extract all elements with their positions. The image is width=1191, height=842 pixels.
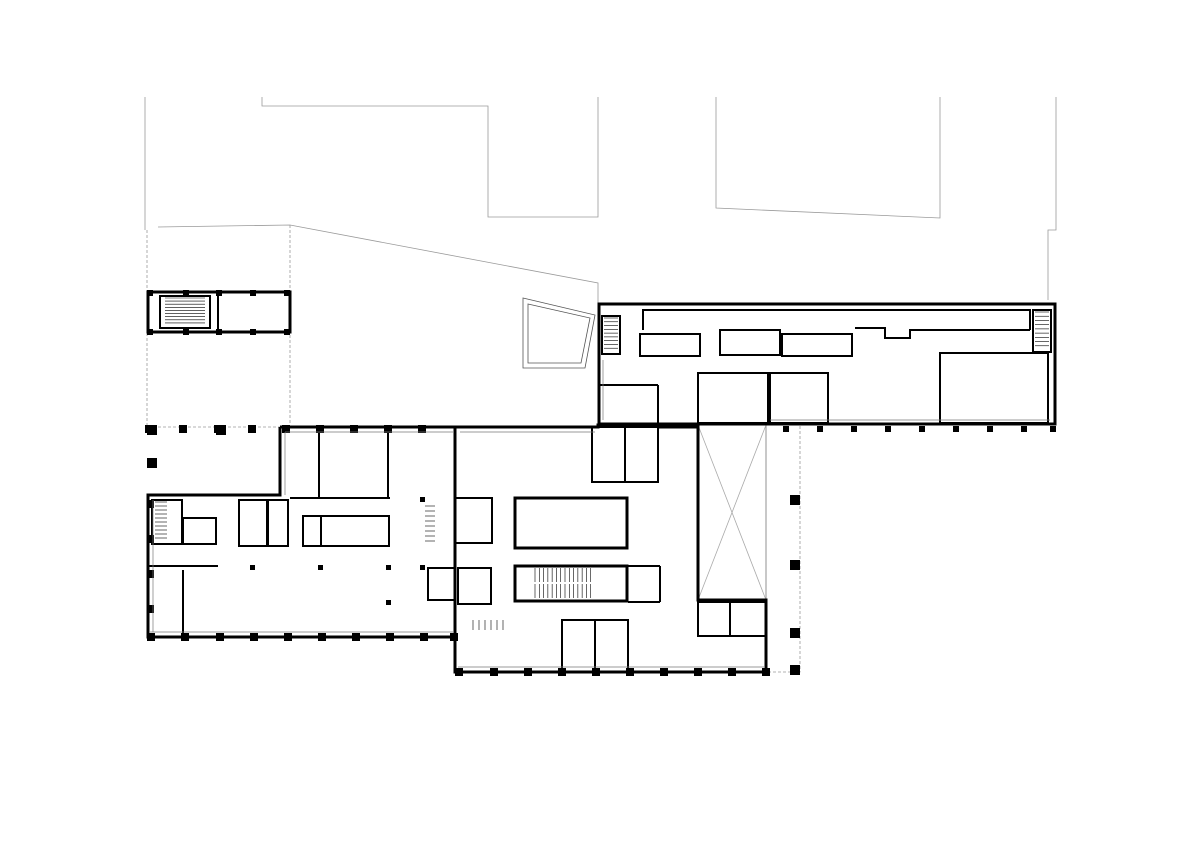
- column: [790, 665, 800, 675]
- column: [386, 565, 391, 570]
- column: [592, 668, 600, 676]
- column: [790, 628, 800, 638]
- north-room: [781, 333, 853, 357]
- office: [697, 601, 767, 637]
- column: [183, 329, 189, 335]
- column: [1050, 426, 1056, 432]
- column: [626, 668, 634, 676]
- column: [147, 458, 157, 468]
- stair-north-west: [601, 315, 621, 355]
- column: [418, 425, 426, 433]
- atrium-cross: [697, 424, 767, 601]
- column: [250, 329, 256, 335]
- column: [216, 633, 224, 641]
- column: [318, 565, 323, 570]
- toilets: [457, 567, 492, 605]
- column: [885, 426, 891, 432]
- column: [783, 426, 789, 432]
- glazing: [150, 360, 1050, 668]
- core-block: [513, 496, 629, 550]
- column: [147, 329, 153, 335]
- column: [953, 426, 959, 432]
- meeting-room: [302, 515, 390, 547]
- column: [790, 495, 800, 505]
- column: [694, 668, 702, 676]
- context-building-far-right: [1047, 97, 1057, 300]
- skylight-inner: [527, 303, 591, 364]
- column: [181, 633, 189, 641]
- column: [420, 565, 425, 570]
- column: [284, 290, 290, 296]
- column: [250, 290, 256, 296]
- column: [147, 290, 153, 296]
- skylight: [522, 297, 596, 369]
- stair-core-central: [513, 564, 629, 603]
- column: [284, 329, 290, 335]
- column: [148, 535, 154, 543]
- column: [248, 425, 256, 433]
- lift-pair: [182, 517, 217, 545]
- column: [352, 633, 360, 641]
- column: [455, 668, 463, 676]
- column: [148, 500, 154, 508]
- context-building-top: [261, 97, 599, 218]
- stair-treads: [155, 297, 1049, 630]
- west-wing: [146, 425, 457, 639]
- column: [762, 668, 770, 676]
- column: [450, 633, 458, 641]
- stair-north-east: [1032, 309, 1052, 353]
- column: [851, 426, 857, 432]
- column: [250, 633, 258, 641]
- north-office: [939, 352, 1049, 424]
- toilet-block: [238, 499, 268, 547]
- column: [817, 426, 823, 432]
- column: [490, 668, 498, 676]
- north-wall: [855, 327, 1030, 339]
- room: [427, 567, 456, 601]
- column: [318, 633, 326, 641]
- lift-shaft: [267, 499, 289, 547]
- column: [386, 633, 394, 641]
- column: [790, 560, 800, 570]
- column: [350, 425, 358, 433]
- column: [179, 425, 187, 433]
- column: [250, 565, 255, 570]
- column: [148, 605, 154, 613]
- column: [420, 497, 425, 502]
- column: [183, 290, 189, 296]
- column: [558, 668, 566, 676]
- column: [660, 668, 668, 676]
- column: [147, 425, 157, 435]
- column: [282, 425, 290, 433]
- north-room: [639, 333, 701, 357]
- room: [454, 497, 493, 544]
- column: [386, 600, 391, 605]
- column: [728, 668, 736, 676]
- column: [1021, 426, 1027, 432]
- context-building-right: [715, 97, 941, 219]
- column: [216, 425, 226, 435]
- column: [524, 668, 532, 676]
- column: [216, 329, 222, 335]
- column: [147, 633, 155, 641]
- structural-columns: [145, 290, 1056, 676]
- north-room: [719, 329, 781, 356]
- column: [420, 633, 428, 641]
- column: [987, 426, 993, 432]
- interior-walls: [148, 294, 1052, 673]
- column: [316, 425, 324, 433]
- context-courtyard-edge: [157, 224, 599, 303]
- column: [384, 425, 392, 433]
- north-office: [697, 372, 769, 424]
- north-wall: [642, 309, 1031, 330]
- stair-small-block: [159, 295, 211, 329]
- column: [284, 633, 292, 641]
- north-office: [769, 372, 829, 424]
- column: [148, 570, 154, 578]
- column: [919, 426, 925, 432]
- column: [216, 290, 222, 296]
- context-dashed-edge: [146, 333, 280, 428]
